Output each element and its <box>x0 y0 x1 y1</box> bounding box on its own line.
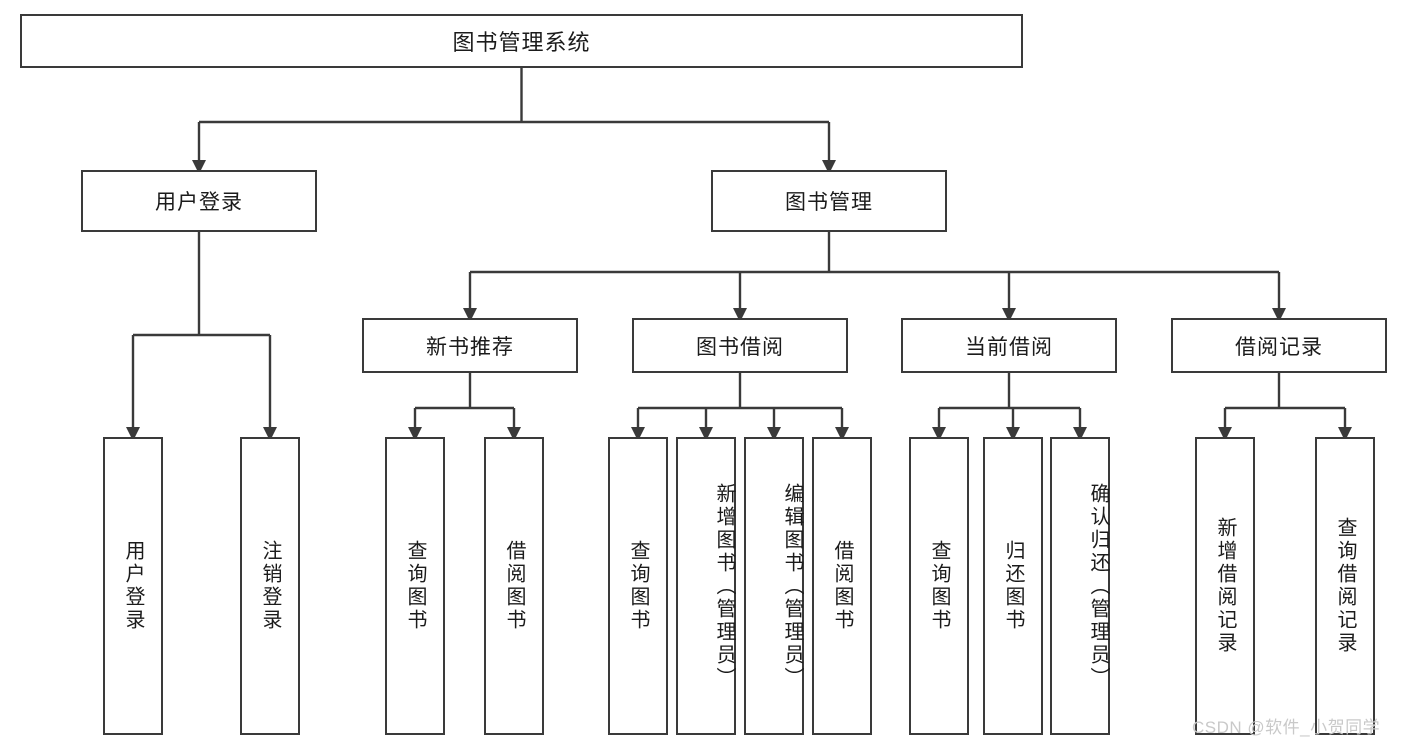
leaf-leaf-query-book-2: 查询图书 <box>608 437 668 735</box>
node-book-manage: 图书管理 <box>711 170 947 232</box>
leaf-leaf-user-login: 用户登录 <box>103 437 163 735</box>
leaf-leaf-query-record: 查询借阅记录 <box>1315 437 1375 735</box>
leaf-leaf-borrow-book-2: 借阅图书 <box>812 437 872 735</box>
node-new-book-recommend: 新书推荐 <box>362 318 578 373</box>
node-root-system: 图书管理系统 <box>20 14 1023 68</box>
node-user-login: 用户登录 <box>81 170 317 232</box>
leaf-leaf-query-book-1: 查询图书 <box>385 437 445 735</box>
leaf-leaf-add-record: 新增借阅记录 <box>1195 437 1255 735</box>
leaf-leaf-query-book-3: 查询图书 <box>909 437 969 735</box>
leaf-leaf-logout: 注销登录 <box>240 437 300 735</box>
leaf-leaf-add-book: 新增图书（管理员） <box>676 437 736 735</box>
leaf-leaf-edit-book: 编辑图书（管理员） <box>744 437 804 735</box>
leaf-leaf-borrow-book-1: 借阅图书 <box>484 437 544 735</box>
leaf-leaf-return-book: 归还图书 <box>983 437 1043 735</box>
node-book-borrow: 图书借阅 <box>632 318 848 373</box>
node-borrow-record: 借阅记录 <box>1171 318 1387 373</box>
node-current-borrow: 当前借阅 <box>901 318 1117 373</box>
leaf-leaf-confirm-return: 确认归还（管理员） <box>1050 437 1110 735</box>
